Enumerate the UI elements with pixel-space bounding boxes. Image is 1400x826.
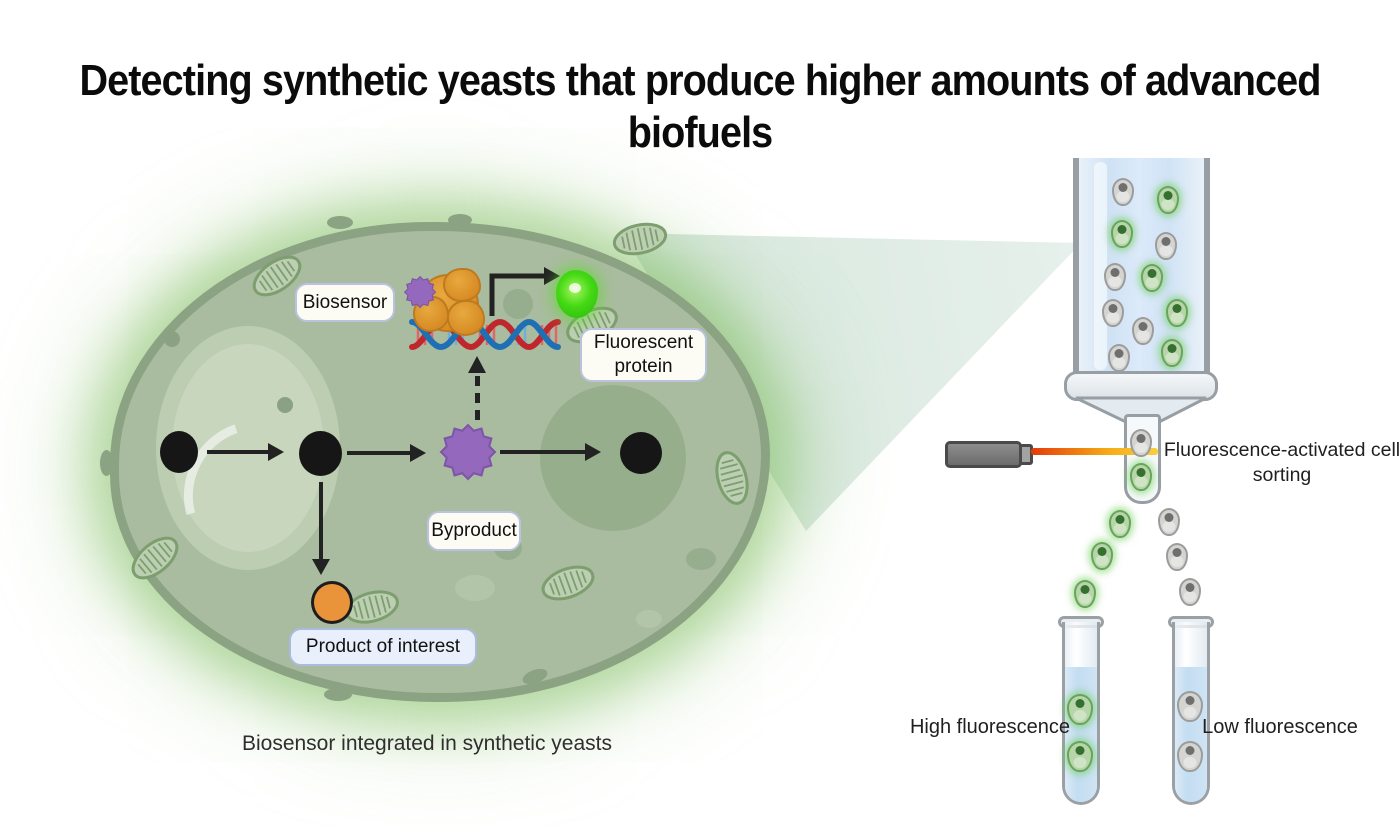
yeast-cell-icon bbox=[1130, 463, 1152, 491]
high-fluorescence-label: High fluorescence bbox=[909, 716, 1071, 738]
cell-membrane-bump bbox=[448, 214, 472, 226]
yeast-cell-icon bbox=[1166, 543, 1188, 571]
yeast-cell-icon bbox=[1104, 263, 1126, 291]
facs-label: Fluorescence-activated cell sorting bbox=[1163, 439, 1400, 487]
cell-membrane-bump bbox=[327, 216, 353, 229]
test-tube-low-liquid bbox=[1175, 667, 1207, 802]
nucleus bbox=[540, 385, 686, 531]
fluorescent-protein-label: Fluorescent protein bbox=[580, 328, 707, 382]
yeast-cell-icon bbox=[1141, 264, 1163, 292]
yeast-cell-icon bbox=[1067, 741, 1093, 772]
laser-beam bbox=[1031, 448, 1158, 455]
low-fluorescence-label: Low fluorescence bbox=[1202, 716, 1358, 738]
laser-icon bbox=[945, 441, 1022, 468]
branch-arrowhead bbox=[312, 559, 330, 575]
cell-caption: Biosensor integrated in synthetic yeasts bbox=[241, 732, 613, 755]
yeast-cell-icon bbox=[1157, 186, 1179, 214]
yeast-cell-icon bbox=[1112, 178, 1134, 206]
induction-arrowhead bbox=[468, 356, 486, 373]
metabolite-dot bbox=[299, 431, 342, 476]
yeast-cell-icon bbox=[1091, 542, 1113, 570]
yeast-cell-icon bbox=[1177, 691, 1203, 722]
product-of-interest-label: Product of interest bbox=[289, 628, 477, 666]
organelle-blob bbox=[636, 610, 662, 628]
yeast-cell-icon bbox=[1158, 508, 1180, 536]
cell-membrane-bump bbox=[100, 450, 113, 476]
yeast-cell-icon bbox=[1177, 741, 1203, 772]
metabolite-dot bbox=[160, 431, 198, 473]
mitochondrion-icon bbox=[610, 218, 670, 260]
reaction-arrow bbox=[347, 451, 411, 455]
laser-tip-icon bbox=[1019, 444, 1033, 465]
induction-dashed-arrow bbox=[475, 376, 480, 420]
branch-arrow bbox=[319, 482, 323, 560]
organelle-blob bbox=[164, 331, 180, 347]
product-of-interest-dot bbox=[311, 581, 353, 624]
byproduct-label: Byproduct bbox=[427, 511, 521, 551]
mitochondrion-icon bbox=[124, 529, 186, 587]
mitochondrion-icon bbox=[710, 447, 754, 509]
yeast-cell-icon bbox=[1161, 339, 1183, 367]
yeast-cell-icon bbox=[1067, 694, 1093, 725]
cell-membrane-bump bbox=[324, 688, 352, 701]
biosensor-label: Biosensor bbox=[295, 283, 395, 322]
yeast-cell-icon bbox=[1179, 578, 1201, 606]
yeast-cell-icon bbox=[1166, 299, 1188, 327]
reaction-arrow bbox=[207, 450, 269, 454]
cell-artwork bbox=[124, 218, 754, 629]
yeast-cell-icon bbox=[1074, 580, 1096, 608]
metabolite-dot bbox=[620, 432, 662, 474]
organelle-blob bbox=[686, 548, 716, 570]
reaction-arrowhead bbox=[268, 443, 284, 461]
fluorescent-protein-icon bbox=[556, 270, 598, 318]
yeast-cell-icon bbox=[1132, 317, 1154, 345]
yeast-cell-icon bbox=[1102, 299, 1124, 327]
byproduct-icon bbox=[440, 424, 496, 480]
reaction-arrowhead bbox=[410, 444, 426, 462]
organelle-blob bbox=[503, 289, 533, 319]
yeast-cell-icon bbox=[1109, 510, 1131, 538]
yeast-cell-icon bbox=[1108, 344, 1130, 372]
bound-byproduct-icon bbox=[404, 276, 437, 309]
organelle-blob bbox=[277, 397, 293, 413]
yeast-cell-icon bbox=[1130, 429, 1152, 457]
reaction-arrow bbox=[500, 450, 586, 454]
reaction-arrowhead bbox=[585, 443, 601, 461]
yeast-cell-icon bbox=[1111, 220, 1133, 248]
cylinder-highlight bbox=[1094, 162, 1107, 370]
mitochondrion-icon bbox=[537, 559, 599, 607]
page-title: Detecting synthetic yeasts that produce … bbox=[79, 56, 1321, 157]
biosensor-protein-icon bbox=[413, 266, 485, 338]
yeast-cell-icon bbox=[1155, 232, 1177, 260]
organelle-blob bbox=[455, 575, 495, 601]
promoter-arrow-icon bbox=[489, 267, 560, 316]
test-tube-high-liquid bbox=[1065, 667, 1097, 802]
